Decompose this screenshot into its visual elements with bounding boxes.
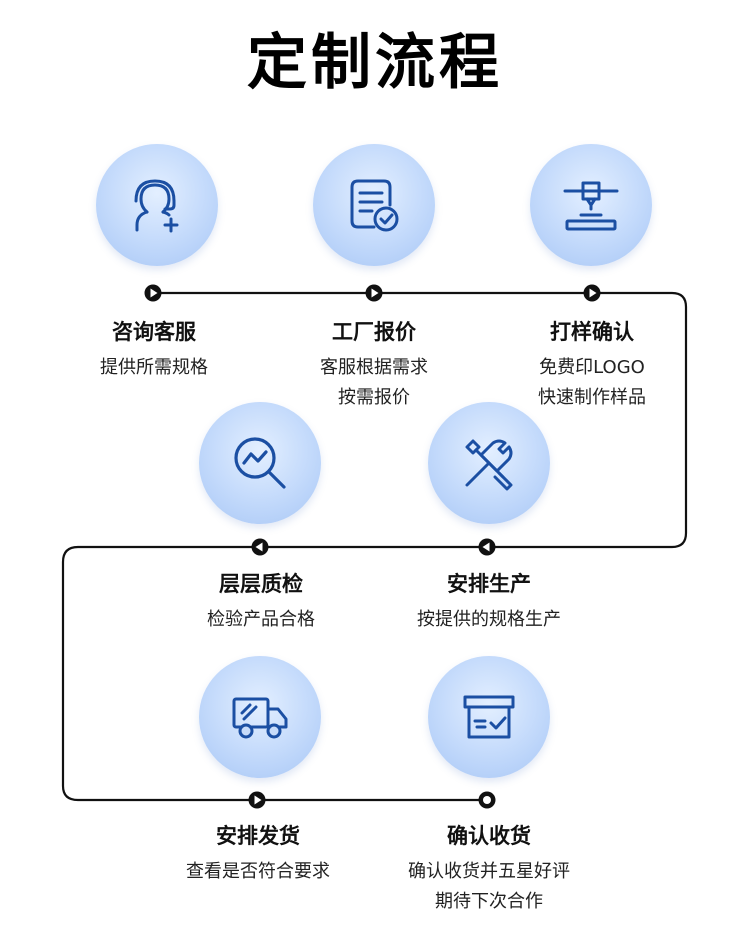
flow-arrow-right-icon bbox=[583, 284, 601, 302]
step-5-desc-line: 检验产品合格 bbox=[207, 609, 315, 630]
step-2-desc-line: 客服根据需求 bbox=[320, 357, 428, 378]
step-5-name: 层层质检 bbox=[219, 572, 303, 596]
flow-arrow-right-icon bbox=[144, 284, 162, 302]
step-1-desc-line: 提供所需规格 bbox=[100, 357, 208, 378]
step-6-name: 安排发货 bbox=[216, 824, 300, 848]
step-7-desc-line: 期待下次合作 bbox=[435, 891, 543, 912]
step-2: 工厂报价 客服根据需求 按需报价 bbox=[254, 316, 494, 413]
step-2-icon-circle bbox=[313, 144, 435, 266]
step-6-icon-circle bbox=[199, 656, 321, 778]
package-check-icon bbox=[463, 695, 515, 739]
step-4-name: 安排生产 bbox=[447, 572, 531, 596]
tools-icon bbox=[465, 439, 513, 491]
step-3-name: 打样确认 bbox=[550, 320, 634, 344]
step-3: 打样确认 免费印LOGO 快速制作样品 bbox=[472, 316, 712, 413]
step-2-desc-line: 按需报价 bbox=[338, 387, 410, 408]
step-7: 确认收货 确认收货并五星好评 期待下次合作 bbox=[369, 820, 609, 917]
step-1-icon-circle bbox=[96, 144, 218, 266]
flow-end-dot-icon bbox=[478, 791, 496, 809]
step-3-icon-circle bbox=[530, 144, 652, 266]
step-1: 咨询客服 提供所需规格 bbox=[34, 316, 274, 383]
step-7-desc-line: 确认收货并五星好评 bbox=[408, 861, 570, 882]
step-2-name: 工厂报价 bbox=[332, 320, 416, 344]
flow-arrow-left-icon bbox=[478, 538, 496, 556]
step-1-name: 咨询客服 bbox=[112, 320, 196, 344]
customer-service-icon bbox=[134, 179, 179, 233]
quote-document-icon bbox=[350, 179, 399, 232]
step-5-icon-circle bbox=[199, 402, 321, 524]
step-6: 安排发货 查看是否符合要求 bbox=[138, 820, 378, 887]
step-5: 层层质检 检验产品合格 bbox=[141, 568, 381, 635]
step-3-desc-line: 免费印LOGO bbox=[539, 357, 645, 378]
step-7-icon-circle bbox=[428, 656, 550, 778]
flow-arrow-right-icon bbox=[248, 791, 266, 809]
flow-arrow-left-icon bbox=[251, 538, 269, 556]
step-3-desc-line: 快速制作样品 bbox=[538, 387, 646, 408]
step-6-desc-line: 查看是否符合要求 bbox=[186, 861, 330, 882]
flow-arrow-right-icon bbox=[365, 284, 383, 302]
page-title: 定制流程 bbox=[247, 28, 503, 98]
truck-icon bbox=[232, 697, 288, 739]
step-7-name: 确认收货 bbox=[447, 824, 531, 848]
printer-icon bbox=[563, 181, 619, 231]
inspection-icon bbox=[234, 437, 286, 489]
step-4-desc-line: 按提供的规格生产 bbox=[417, 609, 561, 630]
step-4-icon-circle bbox=[428, 402, 550, 524]
step-4: 安排生产 按提供的规格生产 bbox=[369, 568, 609, 635]
